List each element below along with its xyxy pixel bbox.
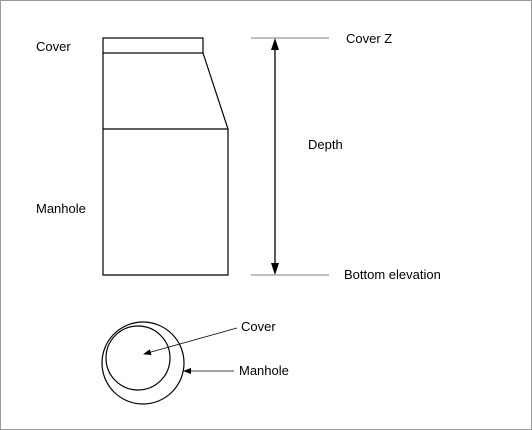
plan-cover-leader-arrow [143, 327, 238, 356]
depth-label: Depth [308, 137, 343, 152]
bottom-elevation-label: Bottom elevation [344, 267, 441, 282]
plan-cover-label: Cover [241, 319, 276, 334]
plan-manhole-circle [101, 321, 185, 405]
manhole-body [102, 52, 229, 276]
depth-arrowhead-top [271, 38, 279, 50]
side-cover-label: Cover [36, 39, 71, 54]
side-manhole-label: Manhole [36, 201, 86, 216]
cover-z-label: Cover Z [346, 31, 392, 46]
plan-manhole-label: Manhole [239, 363, 289, 378]
plan-cover-circle [105, 325, 171, 391]
depth-arrowhead-bottom [271, 263, 279, 275]
cover-block [102, 37, 204, 54]
